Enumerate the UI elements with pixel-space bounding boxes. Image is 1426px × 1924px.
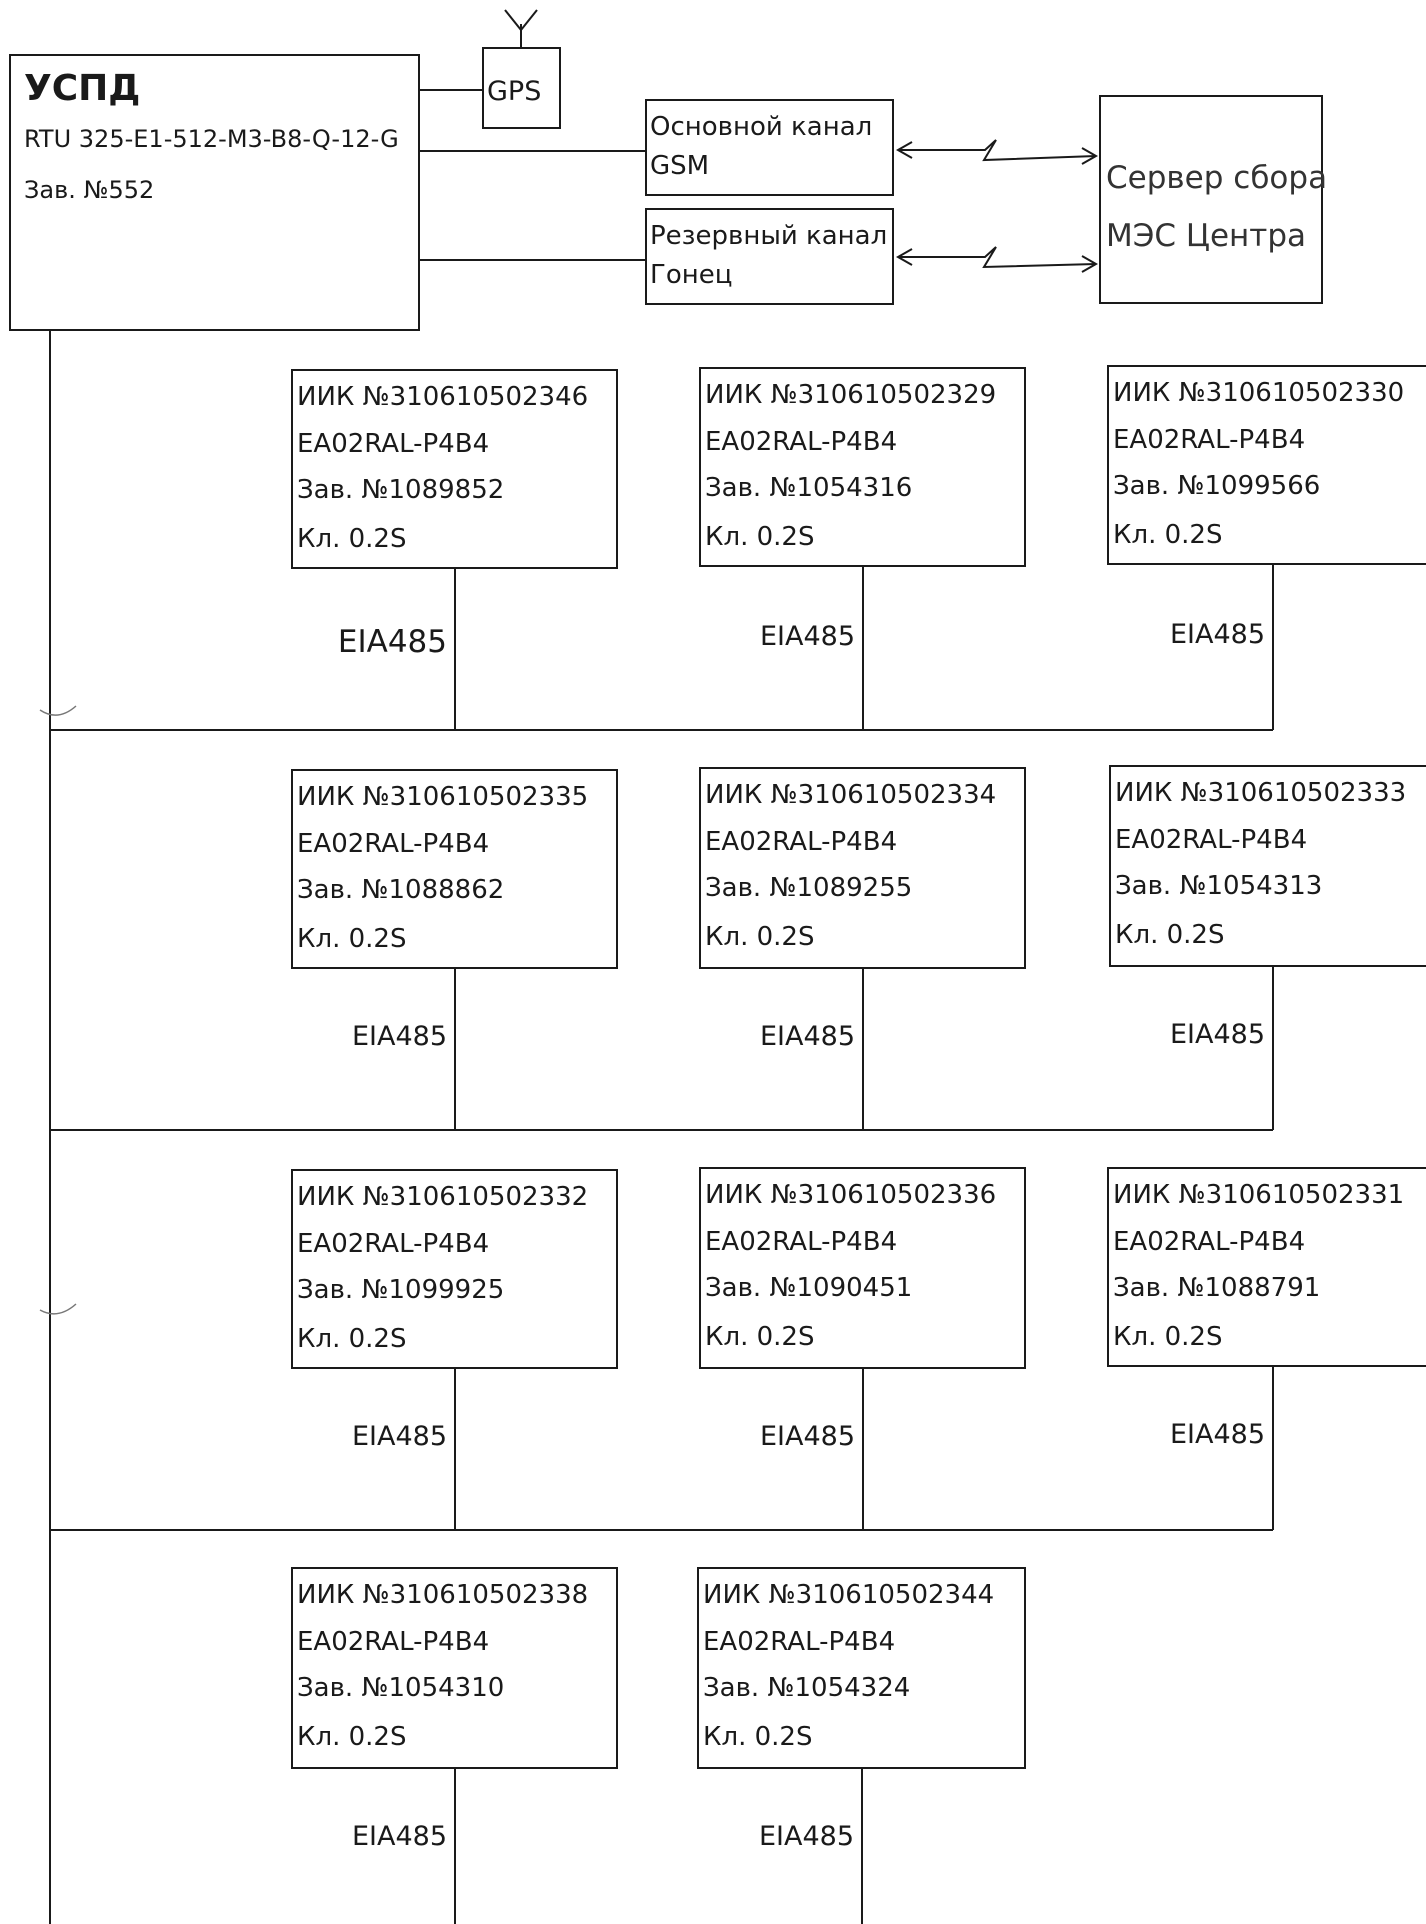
meter-card: ИИК №310610502334 EA02RAL-P4B4 Зав. №108… <box>699 767 1026 1130</box>
meter-model: EA02RAL-P4B4 <box>297 429 489 459</box>
gps-block: GPS <box>419 9 561 129</box>
meter-card: ИИК №310610502330 EA02RAL-P4B4 Зав. №109… <box>1107 365 1426 730</box>
meter-card: ИИК №310610502332 EA02RAL-P4B4 Зав. №109… <box>291 1169 618 1530</box>
uspd-serial: Зав. №552 <box>24 176 154 204</box>
meter-card: ИИК №310610502335 EA02RAL-P4B4 Зав. №108… <box>291 769 618 1130</box>
meter-class: Кл. 0.2S <box>1113 520 1222 550</box>
meter-id: ИИК №310610502336 <box>705 1180 996 1210</box>
meter-serial: Зав. №1054313 <box>1115 871 1322 901</box>
bus-label: EIA485 <box>760 1421 855 1452</box>
gsm-wireless-link <box>895 139 1099 165</box>
meter-class: Кл. 0.2S <box>297 524 406 554</box>
meter-class: Кл. 0.2S <box>1115 920 1224 950</box>
meter-id: ИИК №310610502329 <box>705 380 996 410</box>
server-line2: МЭС Центра <box>1106 218 1306 254</box>
meter-serial: Зав. №1099925 <box>297 1275 504 1305</box>
meter-id: ИИК №310610502338 <box>297 1580 588 1610</box>
meter-card: ИИК №310610502338 EA02RAL-P4B4 Зав. №105… <box>291 1567 618 1924</box>
main-channel-block: Основной канал GSM <box>419 99 894 196</box>
meter-id: ИИК №310610502333 <box>1115 778 1406 808</box>
bus-label: EIA485 <box>759 1821 854 1852</box>
meter-model: EA02RAL-P4B4 <box>1115 825 1307 855</box>
meter-model: EA02RAL-P4B4 <box>1113 425 1305 455</box>
uspd-block: УСПД RTU 325-E1-512-M3-B8-Q-12-G Зав. №5… <box>9 54 420 331</box>
main-trunk <box>39 330 77 1924</box>
reserve-channel-block: Резервный канал Гонец <box>419 208 894 305</box>
server-box <box>1099 95 1323 304</box>
meter-card: ИИК №310610502331 EA02RAL-P4B4 Зав. №108… <box>1107 1167 1426 1530</box>
bus-label: EIA485 <box>1170 1019 1265 1050</box>
trunk-crossing-mark <box>39 1303 77 1315</box>
meter-class: Кл. 0.2S <box>703 1722 812 1752</box>
bus-label: EIA485 <box>352 1421 447 1452</box>
reserve-channel-line2: Гонец <box>650 260 732 290</box>
main-channel-line2: GSM <box>650 151 709 181</box>
bus-label: EIA485 <box>338 624 447 660</box>
meter-serial: Зав. №1089852 <box>297 475 504 505</box>
main-channel-line1: Основной канал <box>650 112 872 142</box>
uspd-box <box>9 54 420 331</box>
bus-label: EIA485 <box>1170 1419 1265 1450</box>
gps-box <box>482 47 561 129</box>
meter-serial: Зав. №1089255 <box>705 873 912 903</box>
meter-model: EA02RAL-P4B4 <box>705 427 897 457</box>
meter-card: ИИК №310610502336 EA02RAL-P4B4 Зав. №109… <box>699 1167 1026 1530</box>
meter-id: ИИК №310610502334 <box>705 780 996 810</box>
meter-serial: Зав. №1054324 <box>703 1673 910 1703</box>
main-channel-box <box>645 99 894 196</box>
meter-id: ИИК №310610502335 <box>297 782 588 812</box>
meter-serial: Зав. №1088791 <box>1113 1273 1320 1303</box>
meter-id: ИИК №310610502332 <box>297 1182 588 1212</box>
bus-label: EIA485 <box>352 1821 447 1852</box>
server-block: Сервер сбора МЭС Центра <box>1099 95 1327 304</box>
antenna-icon <box>504 9 538 48</box>
bus-label: EIA485 <box>1170 619 1265 650</box>
meter-serial: Зав. №1099566 <box>1113 471 1320 501</box>
gps-label: GPS <box>487 76 541 107</box>
meter-id: ИИК №310610502344 <box>703 1580 994 1610</box>
uspd-model: RTU 325-E1-512-M3-B8-Q-12-G <box>24 125 399 153</box>
meter-class: Кл. 0.2S <box>297 1722 406 1752</box>
meter-model: EA02RAL-P4B4 <box>297 1627 489 1657</box>
bus-label: EIA485 <box>352 1021 447 1052</box>
meter-card: ИИК №310610502333 EA02RAL-P4B4 Зав. №105… <box>1109 765 1426 1130</box>
meter-card: ИИК №310610502344 EA02RAL-P4B4 Зав. №105… <box>697 1567 1026 1924</box>
meter-model: EA02RAL-P4B4 <box>703 1627 895 1657</box>
meter-id: ИИК №310610502330 <box>1113 378 1404 408</box>
uspd-title: УСПД <box>24 68 140 109</box>
meter-class: Кл. 0.2S <box>297 1324 406 1354</box>
reserve-channel-box <box>645 208 894 305</box>
meter-class: Кл. 0.2S <box>705 522 814 552</box>
meter-class: Кл. 0.2S <box>705 1322 814 1352</box>
reserve-wireless-link <box>895 246 1099 273</box>
meter-model: EA02RAL-P4B4 <box>705 827 897 857</box>
reserve-channel-line1: Резервный канал <box>650 221 887 251</box>
bus-label: EIA485 <box>760 1021 855 1052</box>
meter-model: EA02RAL-P4B4 <box>297 1229 489 1259</box>
meter-card: ИИК №310610502329 EA02RAL-P4B4 Зав. №105… <box>699 367 1026 730</box>
meter-model: EA02RAL-P4B4 <box>1113 1227 1305 1257</box>
meter-class: Кл. 0.2S <box>705 922 814 952</box>
meter-serial: Зав. №1054316 <box>705 473 912 503</box>
meter-model: EA02RAL-P4B4 <box>705 1227 897 1257</box>
meter-class: Кл. 0.2S <box>297 924 406 954</box>
meter-class: Кл. 0.2S <box>1113 1322 1222 1352</box>
bus-label: EIA485 <box>760 621 855 652</box>
server-line1: Сервер сбора <box>1106 160 1327 196</box>
meter-serial: Зав. №1090451 <box>705 1273 912 1303</box>
meter-serial: Зав. №1054310 <box>297 1673 504 1703</box>
meter-serial: Зав. №1088862 <box>297 875 504 905</box>
meter-model: EA02RAL-P4B4 <box>297 829 489 859</box>
meter-id: ИИК №310610502331 <box>1113 1180 1404 1210</box>
trunk-crossing-mark <box>39 705 77 716</box>
meter-card: ИИК №310610502346 EA02RAL-P4B4 Зав. №108… <box>291 369 618 730</box>
meter-id: ИИК №310610502346 <box>297 382 588 412</box>
